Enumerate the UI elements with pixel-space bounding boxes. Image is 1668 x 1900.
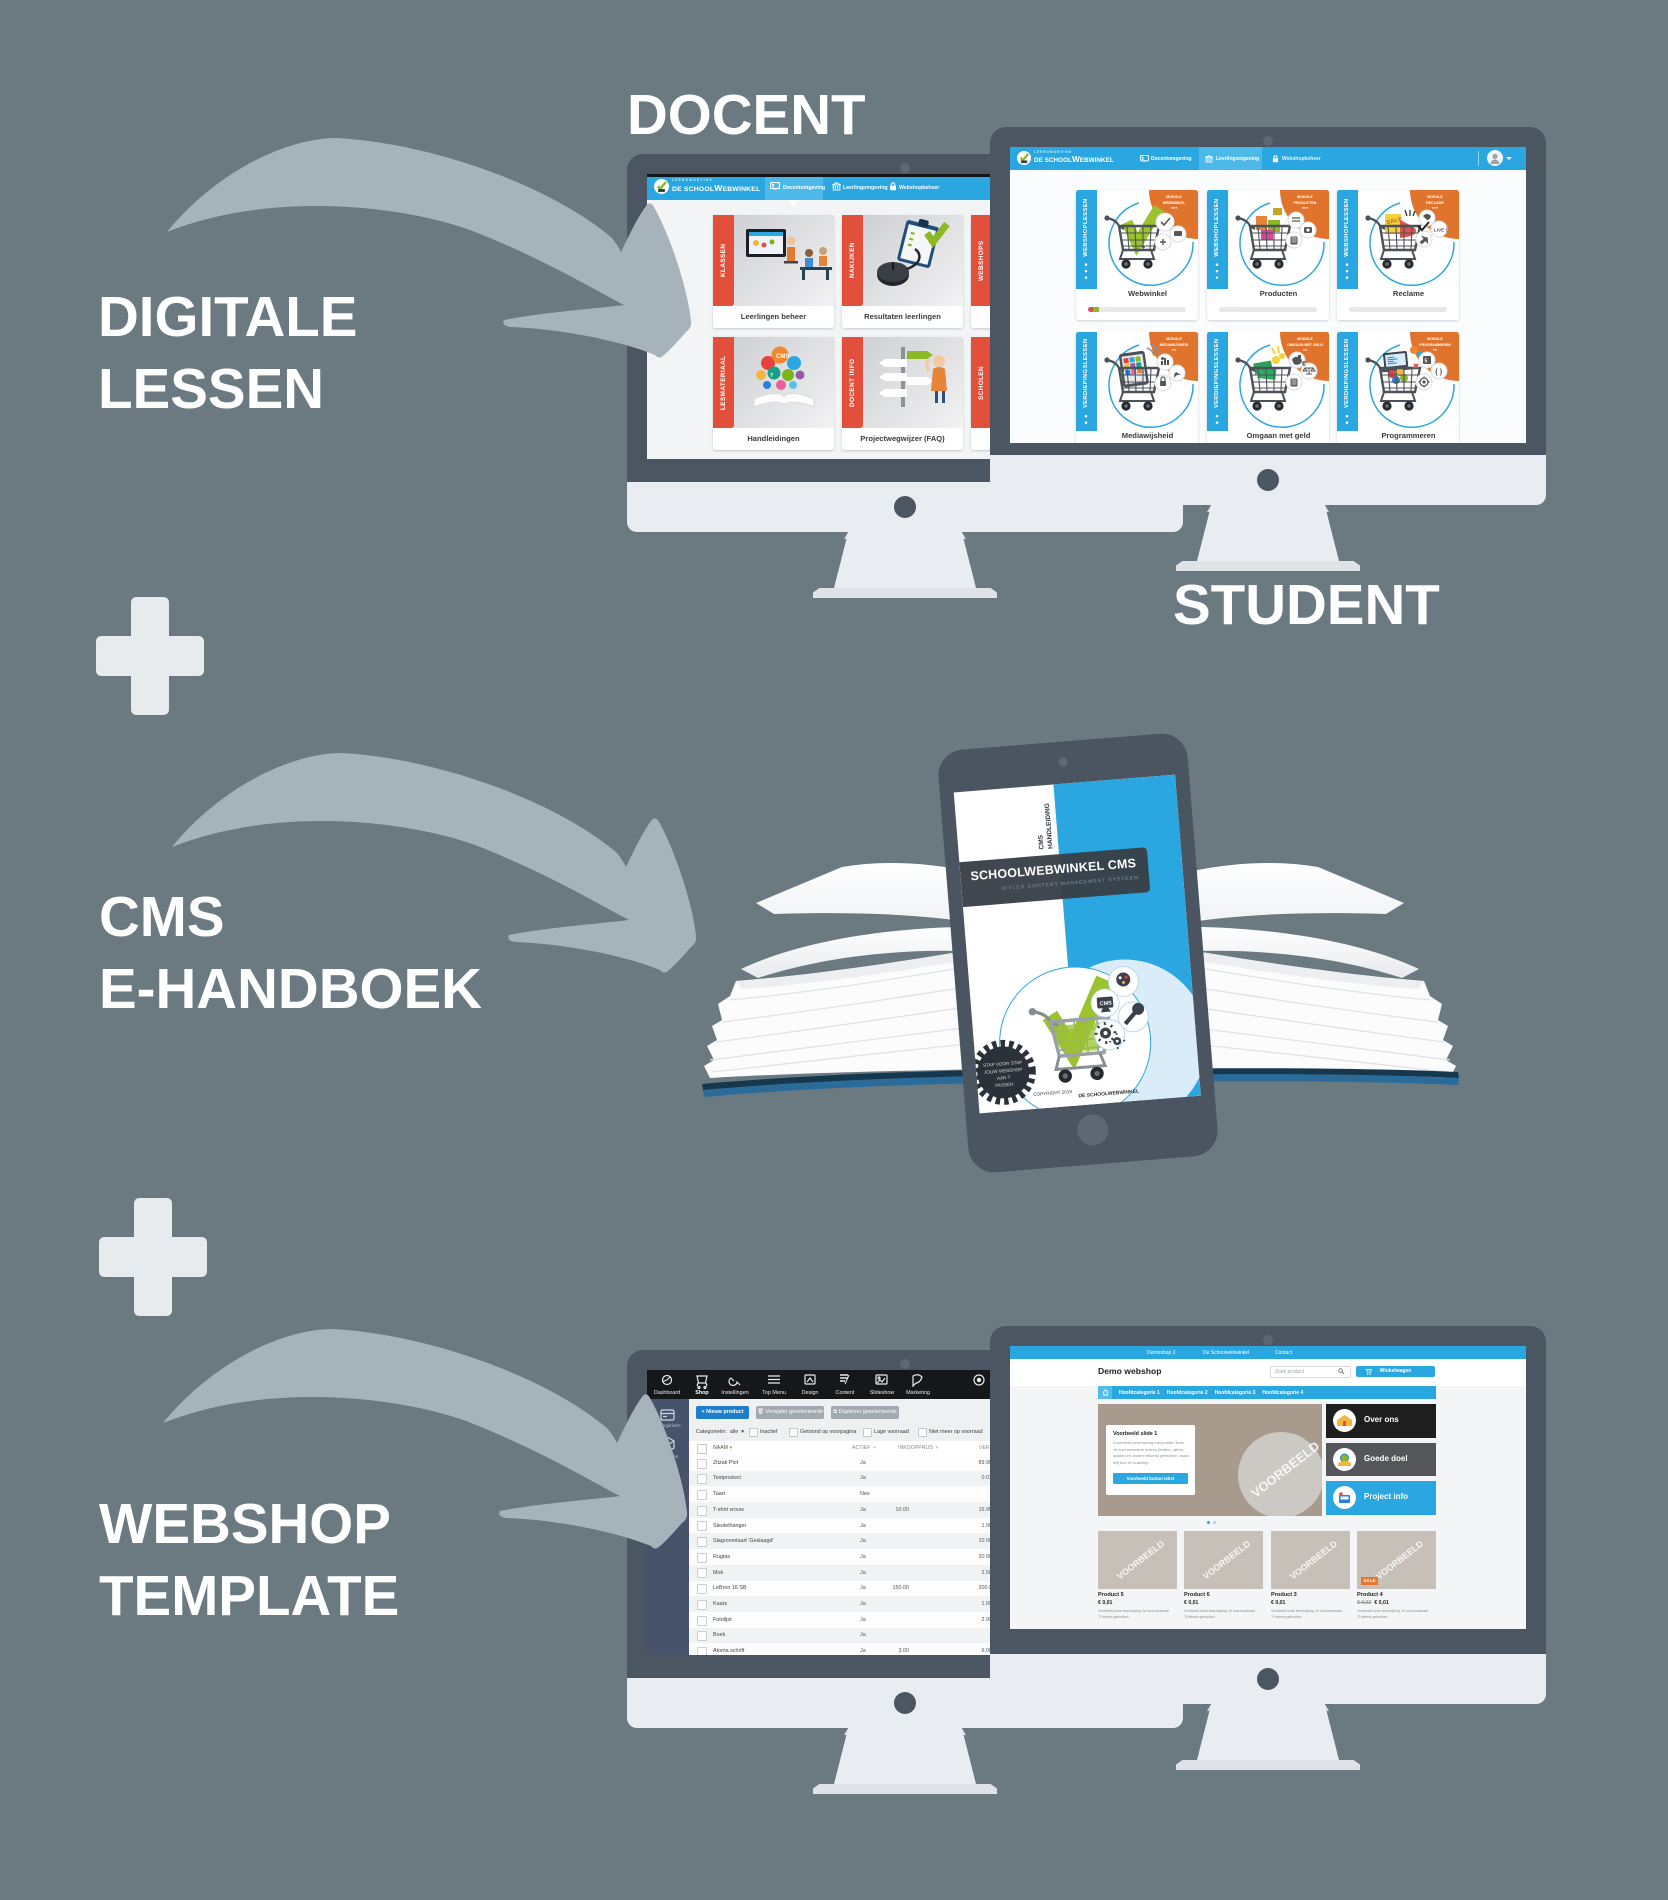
svg-text:Instellingen: Instellingen — [721, 1390, 748, 1396]
svg-text:JOUW WEBSHOP: JOUW WEBSHOP — [984, 1067, 1023, 1075]
svg-text:Shop: Shop — [695, 1390, 709, 1396]
svg-text:Slideshow: Slideshow — [870, 1390, 895, 1396]
svg-text:AAN T: AAN T — [997, 1075, 1011, 1081]
svg-text:Top Menu: Top Menu — [762, 1390, 786, 1396]
svg-text:Dashboard: Dashboard — [654, 1390, 680, 1396]
svg-text:Content: Content — [836, 1390, 855, 1396]
svg-text:5: 5 — [1425, 359, 1428, 365]
svg-text:LIVE !: LIVE ! — [1434, 228, 1447, 233]
svg-text:STAP VOOR STAP: STAP VOOR STAP — [983, 1060, 1023, 1068]
svg-text:?: ? — [770, 373, 773, 379]
svg-text:SALE: SALE — [1386, 217, 1403, 226]
svg-text:€: € — [1302, 361, 1306, 368]
svg-text:CMS: CMS — [776, 354, 789, 360]
svg-text:Design: Design — [802, 1390, 819, 1396]
svg-text:Categorieën: Categorieën — [655, 1423, 680, 1428]
svg-text:CMS: CMS — [1099, 1000, 1112, 1007]
svg-text:Marketing: Marketing — [906, 1390, 930, 1396]
svg-text:{ }: { } — [1435, 369, 1443, 376]
svg-text:PASSEN: PASSEN — [995, 1082, 1014, 1088]
